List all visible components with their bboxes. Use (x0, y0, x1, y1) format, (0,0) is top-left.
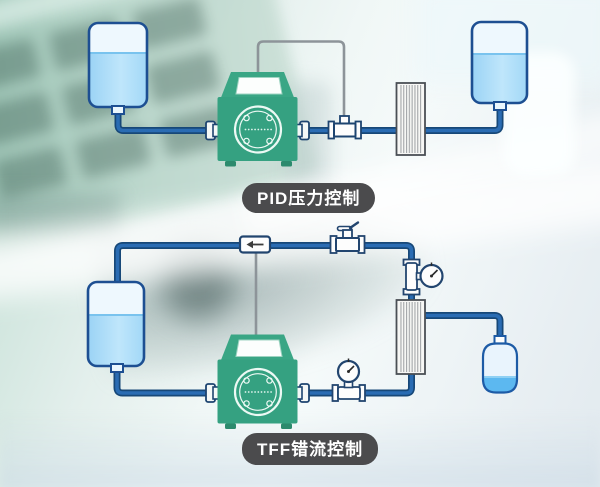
filter-column-bottom (395, 299, 426, 375)
pressure-gauge-retentate-icon (402, 258, 444, 296)
pressure-gauge-feed-icon (331, 358, 366, 402)
label-pid-pressure-control: PID压力控制 (242, 183, 376, 213)
filter-column-top (395, 82, 426, 156)
feed-bag-bottom (86, 280, 146, 373)
tubing-bottom-retentate (114, 242, 415, 303)
collection-bottle (481, 335, 519, 394)
label-tff-crossflow-control: TFF错流控制 (242, 433, 379, 465)
signal-tube-top (256, 40, 346, 120)
valve-icon (329, 221, 366, 254)
flow-sensor-icon (238, 235, 272, 254)
peristaltic-pump-top (205, 72, 310, 167)
feed-bag-top (87, 21, 149, 115)
tubing-bottom-permeate (423, 312, 504, 339)
peristaltic-pump-bottom (205, 334, 310, 429)
pressure-sensor-icon (327, 115, 362, 140)
collection-bag-top (470, 20, 529, 111)
